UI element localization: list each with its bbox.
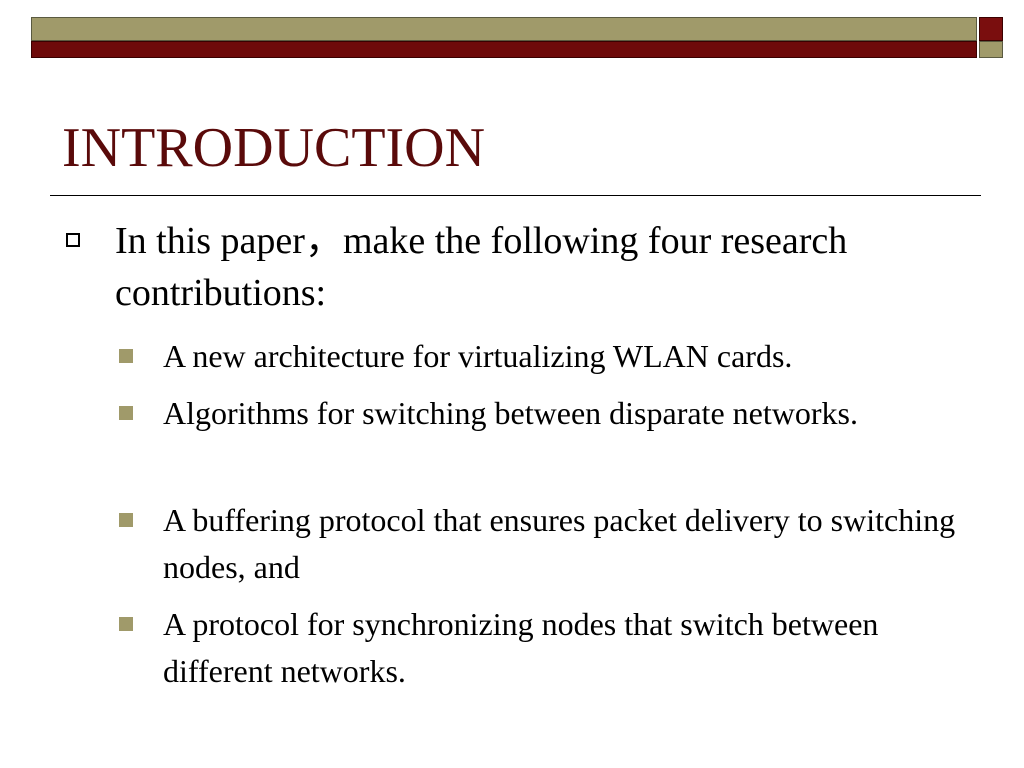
corner-square-red (979, 17, 1003, 41)
filled-square-icon (119, 513, 133, 527)
contribution-item: A protocol for synchronizing nodes that … (163, 606, 879, 689)
contribution-item: Algorithms for switching between dispara… (163, 395, 858, 431)
hollow-square-icon (66, 233, 80, 247)
slide-title: INTRODUCTION (62, 117, 486, 179)
header-band-red (31, 41, 977, 58)
header-band-olive (31, 17, 977, 41)
filled-square-icon (119, 349, 133, 363)
filled-square-icon (119, 617, 133, 631)
main-point: In this paper，make the following four re… (115, 220, 848, 314)
corner-square-olive (979, 41, 1003, 58)
title-divider (50, 195, 981, 196)
contribution-item: A new architecture for virtualizing WLAN… (163, 338, 793, 374)
filled-square-icon (119, 406, 133, 420)
contribution-item: A buffering protocol that ensures packet… (163, 502, 956, 585)
